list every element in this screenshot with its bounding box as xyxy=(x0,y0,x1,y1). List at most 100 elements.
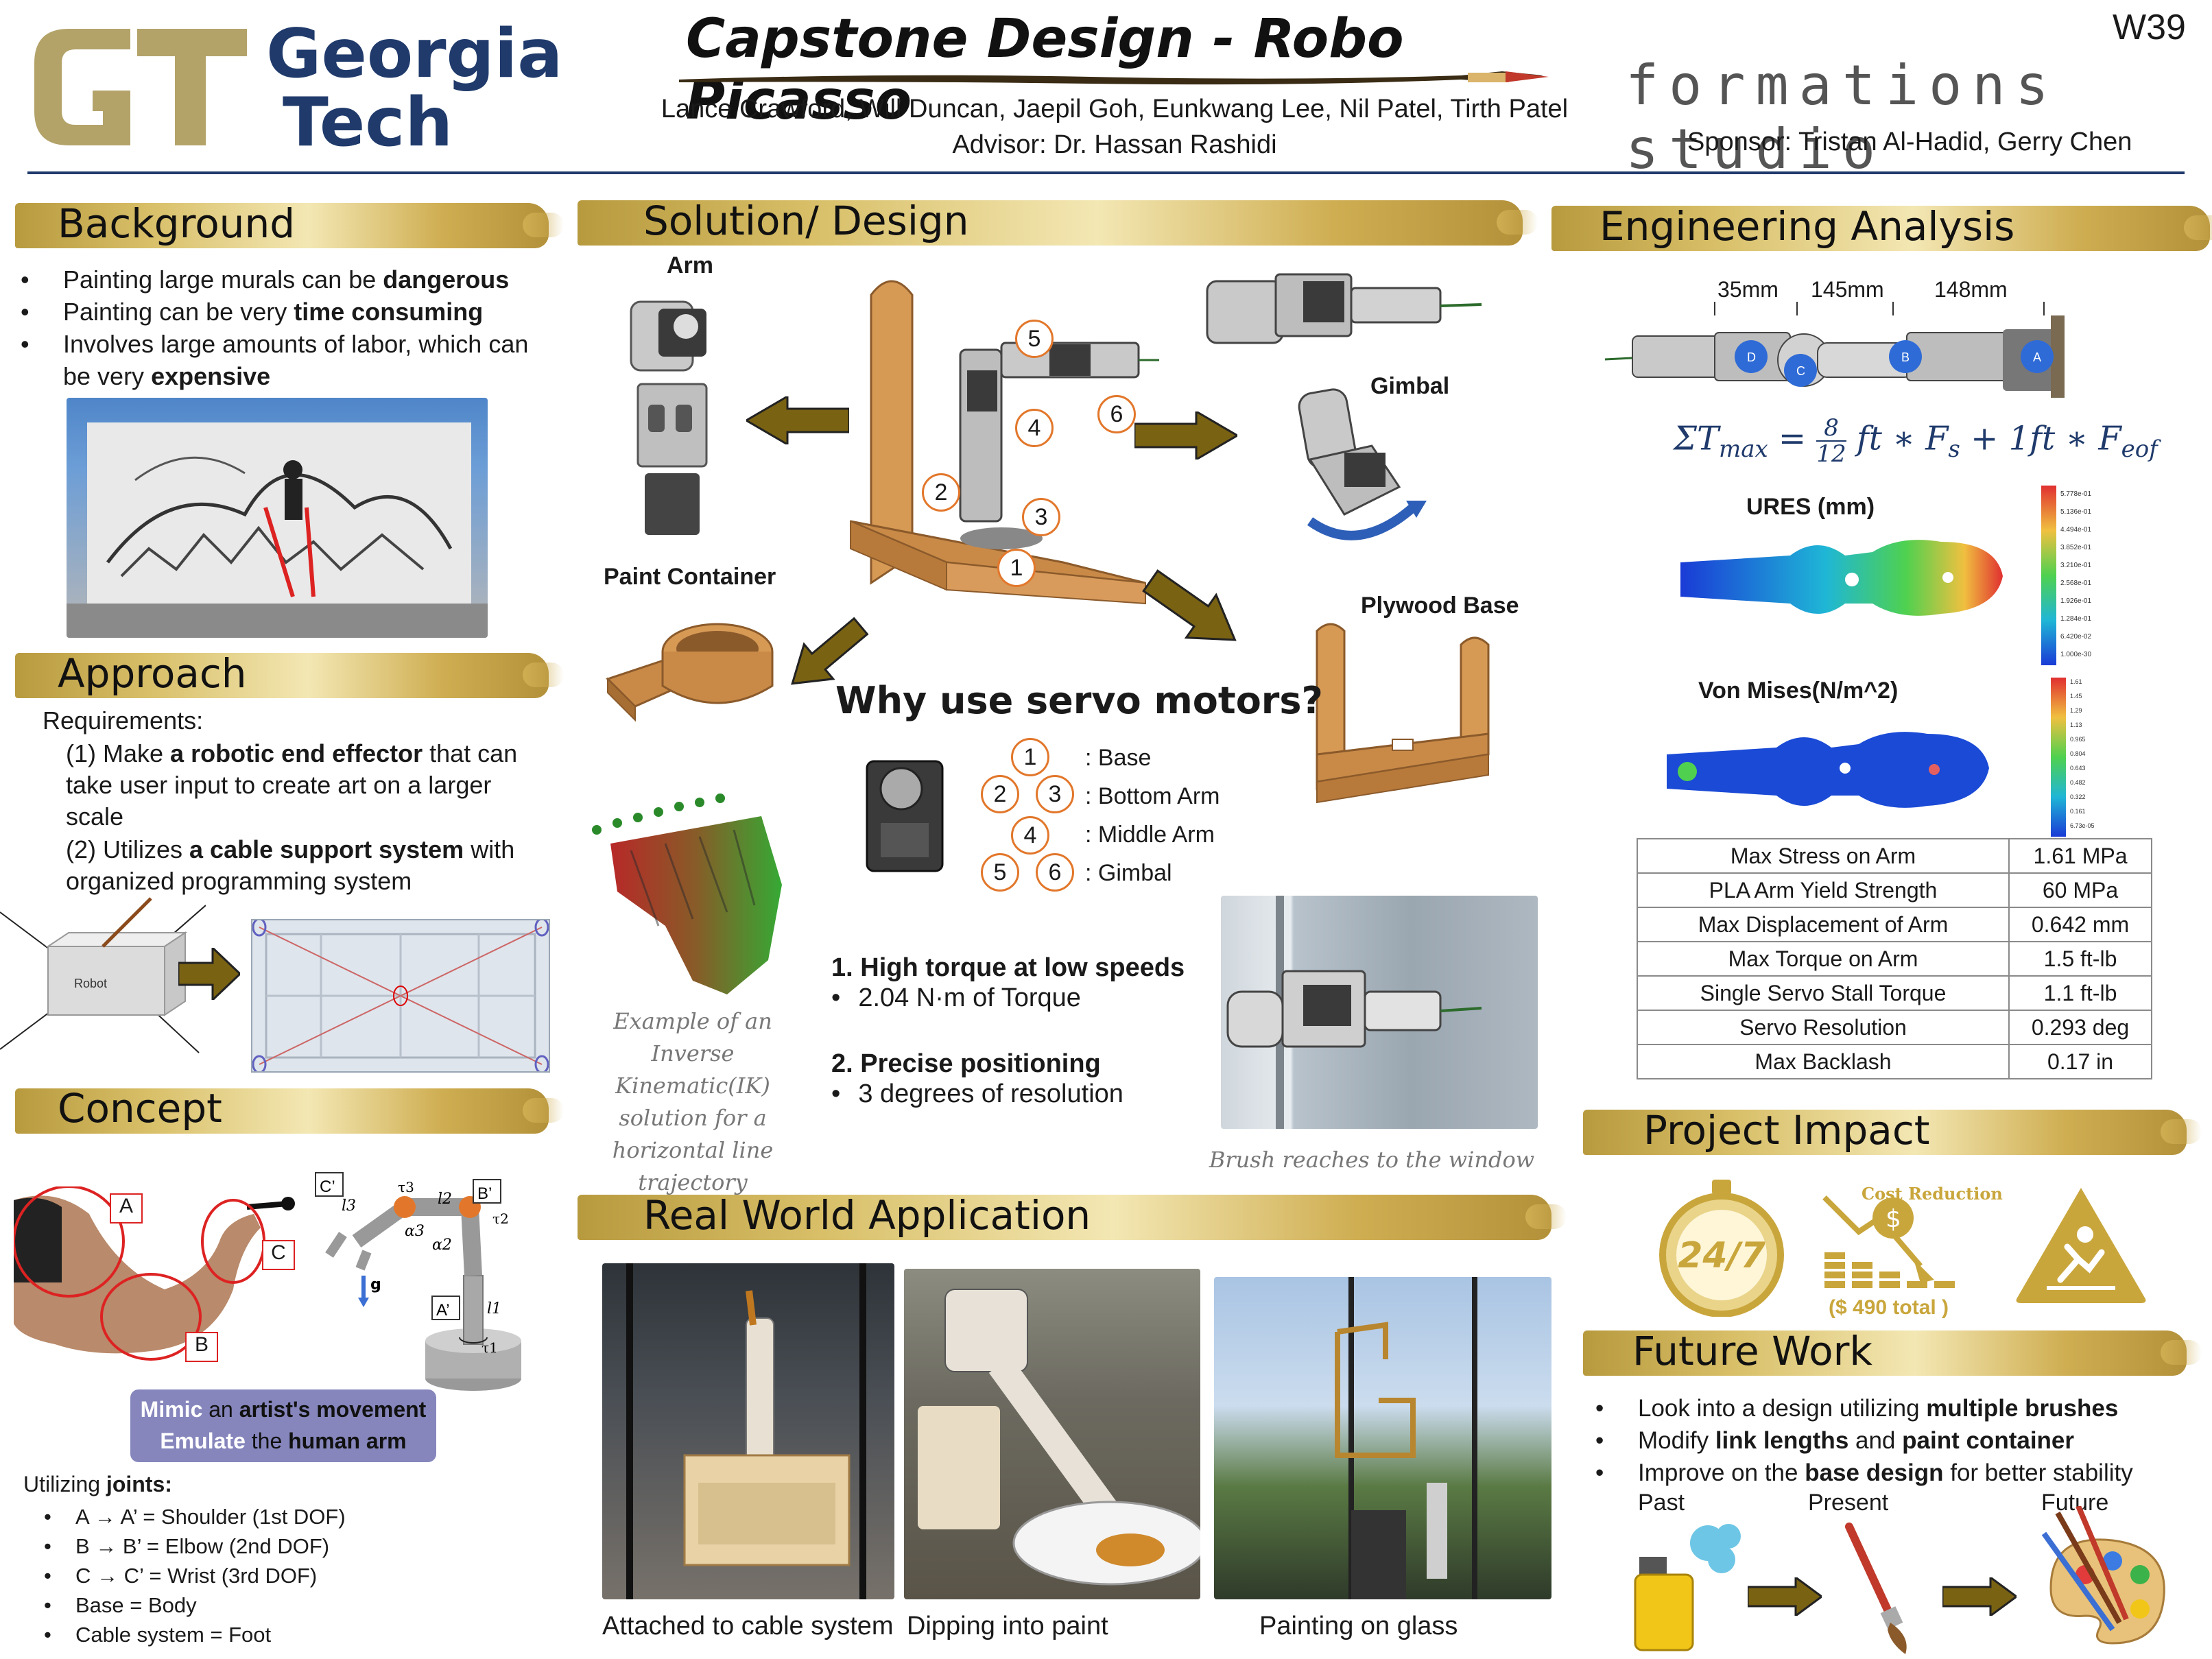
plywood-base-label: Plywood Base xyxy=(1361,593,1519,619)
vonmises-colorbar xyxy=(2051,678,2066,837)
joint-label-c: C xyxy=(262,1240,295,1270)
gt-logo: Georgia Tech xyxy=(27,15,562,162)
arrow-right-icon xyxy=(1942,1577,2017,1616)
cost-reduction-icon: $ xyxy=(1822,1195,1955,1288)
svg-text:l3: l3 xyxy=(342,1197,356,1215)
svg-text:α3: α3 xyxy=(405,1223,425,1240)
paint-container-label: Paint Container xyxy=(604,564,776,590)
legend-circle-1: 1 xyxy=(1011,738,1049,776)
svg-text:α2: α2 xyxy=(432,1237,452,1254)
svg-text:D: D xyxy=(1747,350,1756,364)
mimic-emulate-callout: Mimic an artist's movement Emulate the h… xyxy=(130,1389,436,1462)
window-brush-photo xyxy=(1221,896,1538,1129)
gimbal-label: Gimbal xyxy=(1370,373,1450,399)
joint-item: A → A’ = Shoulder (1st DOF) xyxy=(44,1502,346,1531)
svg-text:A: A xyxy=(2033,350,2041,364)
human-arm-photo: A C B xyxy=(14,1186,302,1372)
legend-bottom-arm: : Bottom Arm xyxy=(1085,783,1220,809)
arm-label: Arm xyxy=(667,252,714,278)
callout-1: 1 xyxy=(997,549,1036,587)
palette-brushes-icon xyxy=(2041,1506,2165,1645)
approach-band xyxy=(15,653,564,698)
ures-label: URES (mm) xyxy=(1746,494,1875,520)
impact-band xyxy=(1583,1110,2202,1155)
background-list: Painting large murals can be dangerous P… xyxy=(21,263,549,392)
approach-requirement-2: (2) Utilizes a cable support system with… xyxy=(66,835,515,895)
svg-text:C: C xyxy=(1796,364,1805,378)
past-label: Past xyxy=(1638,1490,1685,1516)
poster-authors: Lance Crawford, Will Duncan, Jaepil Goh,… xyxy=(661,95,1569,123)
caption-painting-glass: Painting on glass xyxy=(1259,1612,1458,1640)
arrow-right-icon xyxy=(178,948,240,1000)
impact-title: Project Impact xyxy=(1643,1107,1930,1154)
future-list: Look into a design utilizing multiple br… xyxy=(1595,1392,2199,1489)
spray-can-icon xyxy=(1634,1524,1741,1651)
background-band xyxy=(15,203,564,248)
callout-2: 2 xyxy=(922,473,960,512)
robot-box-label: Robot xyxy=(74,977,107,990)
paint-container-render xyxy=(606,623,774,722)
svg-text:τ3: τ3 xyxy=(398,1179,414,1195)
photo-dipping-paint xyxy=(904,1269,1200,1599)
mural-photo xyxy=(67,398,488,638)
legend-circle-2: 2 xyxy=(981,775,1019,813)
joints-list: A → A’ = Shoulder (1st DOF) B → B’ = Elb… xyxy=(44,1502,346,1649)
cable-robot-diagram: Robot xyxy=(0,897,206,1053)
present-label: Present xyxy=(1808,1490,1889,1516)
vonmises-label: Von Mises(N/m^2) xyxy=(1698,678,1899,704)
future-item: Look into a design utilizing multiple br… xyxy=(1595,1392,2199,1424)
arrow-right-icon xyxy=(1748,1577,1822,1616)
future-label: Future xyxy=(2041,1490,2109,1516)
joint-item: B → B’ = Elbow (2nd DOF) xyxy=(44,1531,346,1561)
future-band xyxy=(1583,1330,2202,1376)
approach-requirement-1: (1) Make a robotic end effector that can… xyxy=(66,739,518,831)
svg-text:τ2: τ2 xyxy=(492,1210,509,1227)
plywood-base-render xyxy=(1316,623,1490,804)
gt-logo-line2: Tech xyxy=(283,84,453,162)
servo-point-1-detail: •2.04 N·m of Torque xyxy=(831,983,1081,1012)
sponsor-logo: formations studio xyxy=(1626,53,2059,181)
svg-text:l1: l1 xyxy=(487,1300,501,1317)
ik-caption: Example of an Inverse Kinematic(IK) solu… xyxy=(612,1008,774,1195)
dim-35mm: 35mm xyxy=(1717,277,1779,302)
callout-6: 6 xyxy=(1097,395,1136,433)
photo-painting-glass xyxy=(1214,1277,1551,1599)
realworld-title: Real World Application xyxy=(643,1192,1091,1239)
brush-window-caption: Brush reaches to the window xyxy=(1209,1147,1535,1173)
legend-circle-4: 4 xyxy=(1011,816,1049,855)
arrow-left-icon xyxy=(746,396,849,444)
svg-text:A’: A’ xyxy=(436,1301,450,1320)
background-item: Painting can be very time consuming xyxy=(21,296,549,328)
concept-title: Concept xyxy=(58,1085,222,1132)
callout-3: 3 xyxy=(1022,498,1060,536)
cable-system-layout xyxy=(251,919,550,1073)
svg-text:τ1: τ1 xyxy=(481,1339,498,1356)
gt-logo-line1: Georgia xyxy=(266,15,563,93)
realworld-band xyxy=(578,1195,1567,1240)
gimbal-render xyxy=(1298,388,1427,540)
future-item: Improve on the base design for better st… xyxy=(1595,1457,2199,1489)
arrow-right-icon xyxy=(1134,411,1237,459)
solution-band xyxy=(578,200,1538,246)
booth-number: W39 xyxy=(2113,8,2186,47)
arrow-down-left-icon xyxy=(791,617,869,685)
arm-render xyxy=(630,300,708,535)
vonmises-fea-plot xyxy=(1667,732,1989,808)
caption-dipping-paint: Dipping into paint xyxy=(907,1612,1108,1640)
background-title: Background xyxy=(58,200,296,247)
legend-circle-6: 6 xyxy=(1036,853,1074,892)
emulate-line: Emulate the human arm xyxy=(160,1429,407,1453)
why-servo-heading: Why use servo motors? xyxy=(835,679,1323,722)
dim-148mm: 148mm xyxy=(1934,277,2008,302)
svg-text:l2: l2 xyxy=(438,1191,452,1208)
legend-base: : Base xyxy=(1085,745,1152,771)
paintbrush-icon xyxy=(1845,1523,1907,1654)
approach-requirements-label: Requirements: xyxy=(43,706,204,735)
engineering-band xyxy=(1551,206,2212,251)
